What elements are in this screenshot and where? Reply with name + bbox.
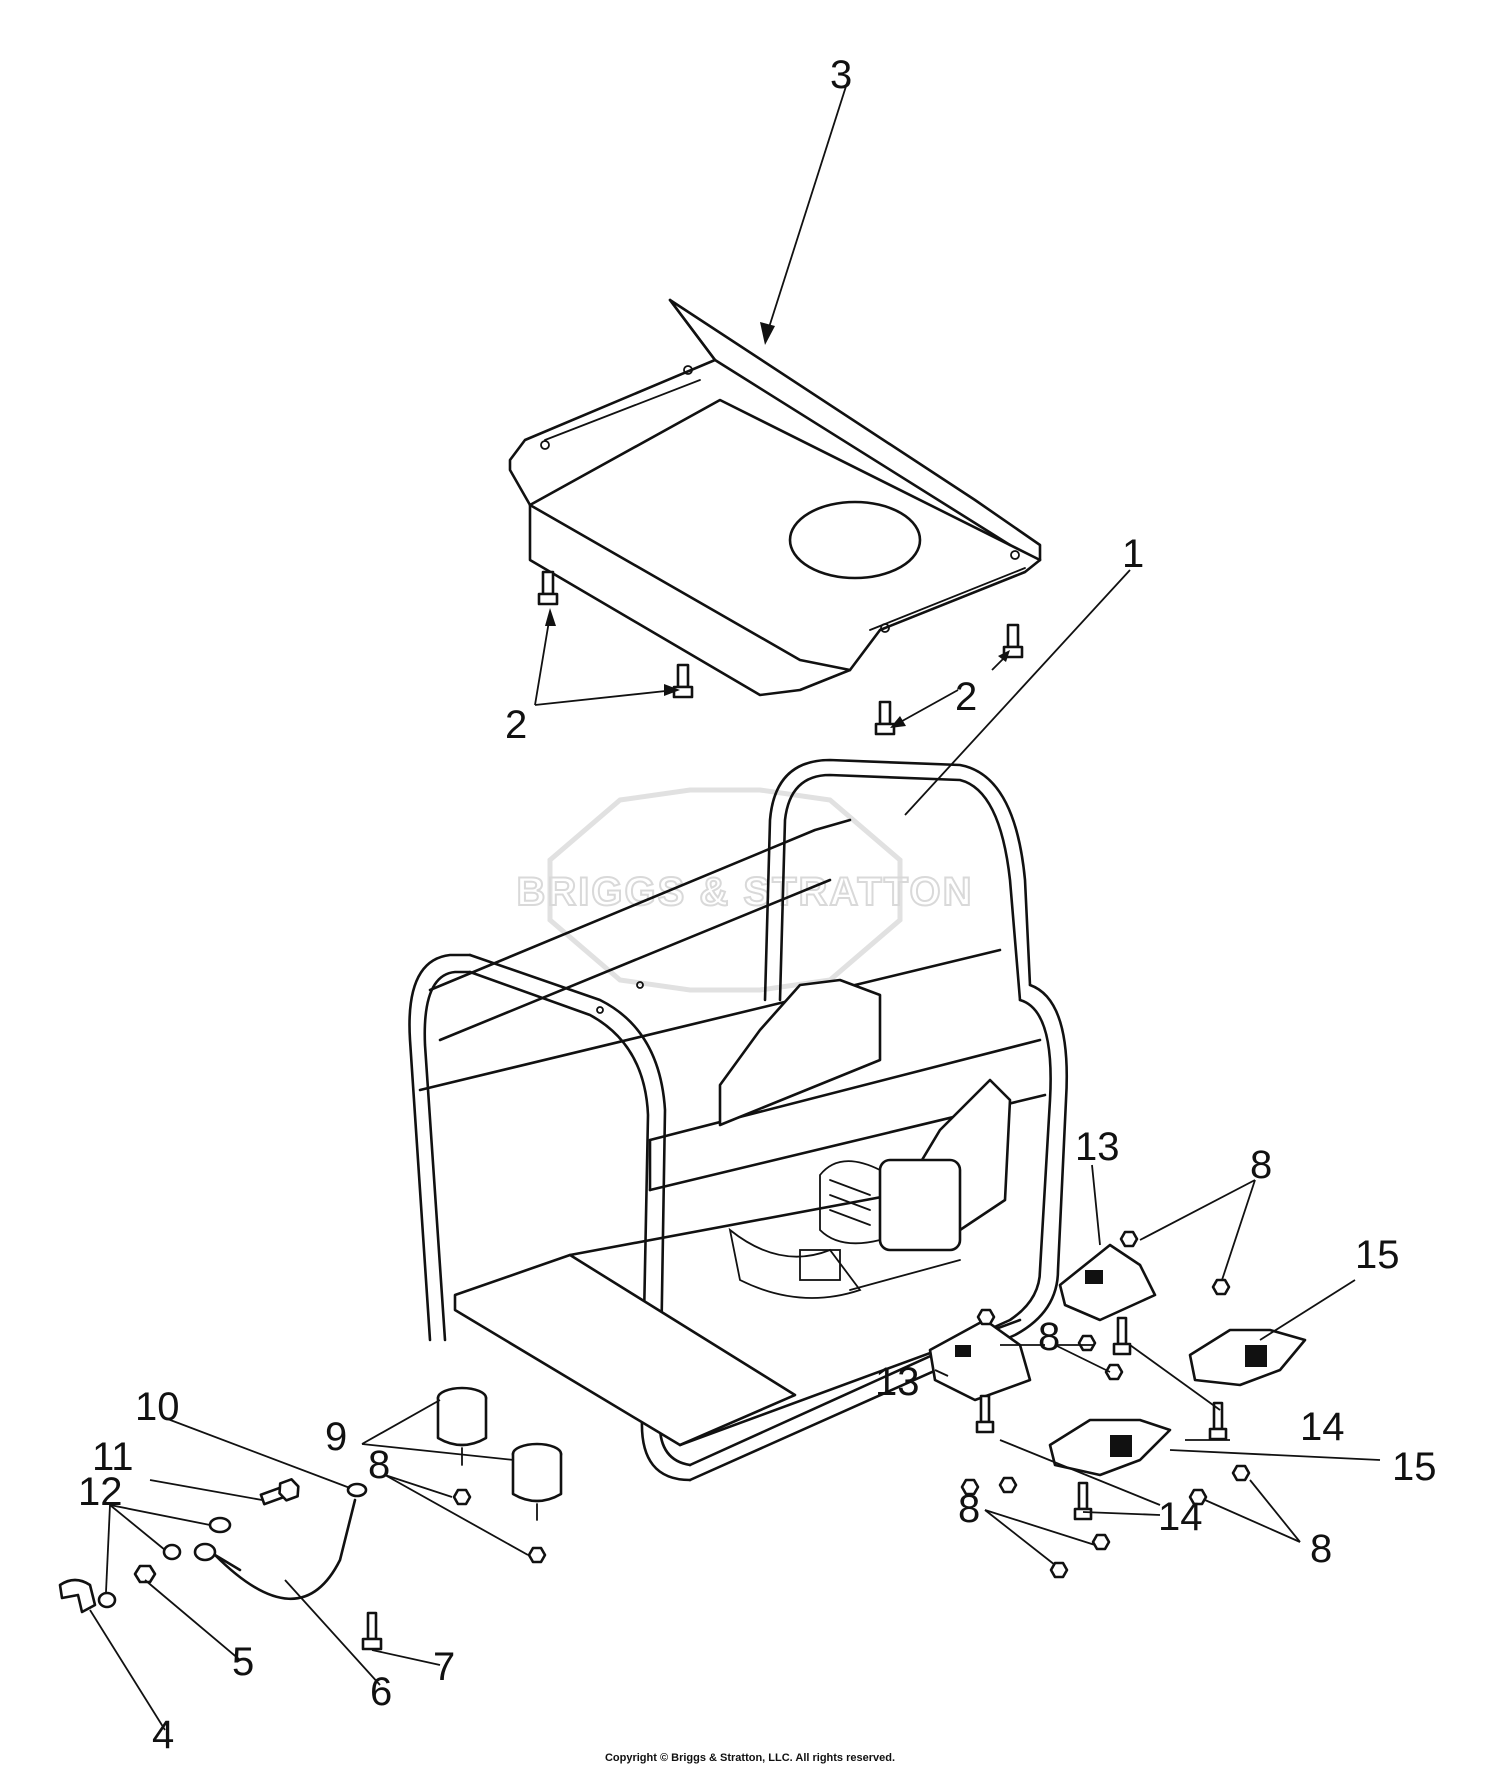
- callout-7: 7: [433, 1645, 455, 1689]
- cover-screws: [537, 570, 1024, 736]
- rubber-feet: [436, 1386, 563, 1564]
- callout-15-upper: 15: [1355, 1233, 1400, 1277]
- mount-brackets-right: [928, 1230, 1307, 1579]
- callout-6: 6: [370, 1670, 392, 1714]
- callout-14-upper: 14: [1300, 1405, 1345, 1449]
- callout-8-upper: 8: [1250, 1143, 1272, 1187]
- callout-12: 12: [78, 1470, 123, 1514]
- watermark-logo: BRIGGS & STRATTON: [516, 787, 974, 993]
- ground-wire-assembly: [58, 1478, 383, 1651]
- engine: [718, 978, 1012, 1299]
- callout-9: 9: [325, 1415, 347, 1459]
- copyright-notice: Copyright © Briggs & Stratton, LLC. All …: [604, 1752, 896, 1764]
- callout-labels: 3 1 2 2 13 8 15 8 13 14 15 14 8 8 10 9 1…: [78, 53, 1437, 1757]
- callout-13-lower: 13: [875, 1360, 920, 1404]
- callout-4: 4: [152, 1713, 174, 1757]
- callout-15-lower: 15: [1392, 1445, 1437, 1489]
- callout-14-lower: 14: [1158, 1495, 1203, 1539]
- nuts: [960, 1230, 1251, 1579]
- callout-11: 11: [92, 1435, 134, 1479]
- callout-8-left: 8: [368, 1443, 390, 1487]
- callout-8-middle: 8: [1038, 1315, 1060, 1359]
- leader-lines: [89, 79, 1381, 1731]
- top-cover-panel: [508, 298, 1042, 697]
- callout-1: 1: [1122, 532, 1144, 576]
- callout-10: 10: [135, 1385, 180, 1429]
- callout-8-lower-right: 8: [1310, 1527, 1332, 1571]
- callout-2-left: 2: [505, 703, 527, 747]
- callout-8-lower-left: 8: [958, 1487, 980, 1531]
- callout-5: 5: [232, 1640, 254, 1684]
- watermark-text: BRIGGS & STRATTON: [517, 870, 974, 914]
- callout-3: 3: [830, 53, 852, 97]
- callout-13-upper: 13: [1075, 1125, 1120, 1169]
- callout-2-right: 2: [955, 675, 977, 719]
